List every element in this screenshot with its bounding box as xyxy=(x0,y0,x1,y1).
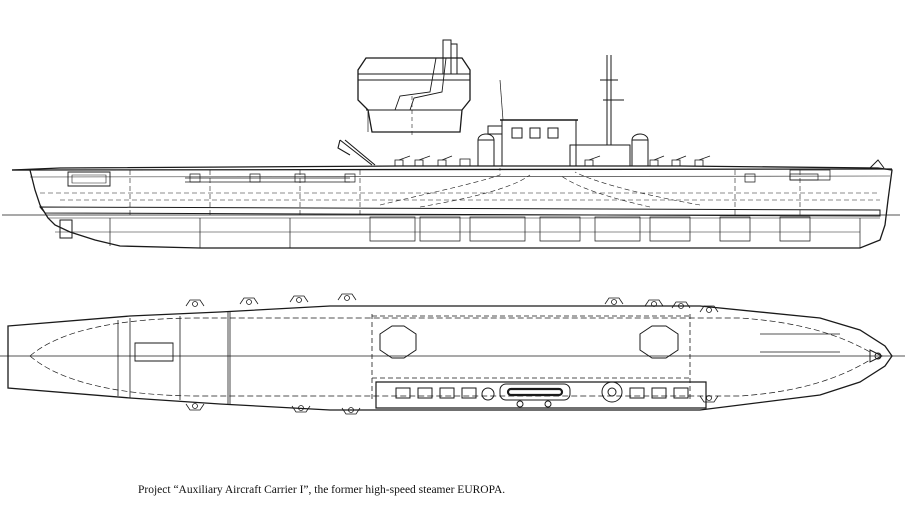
funnel-plan xyxy=(500,384,570,400)
figure-caption: Project “Auxiliary Aircraft Carrier I”, … xyxy=(138,484,506,496)
plan-view xyxy=(0,294,905,414)
boot-top-band xyxy=(40,207,880,216)
flight-deck-line xyxy=(12,169,892,170)
side-elevation xyxy=(2,40,900,248)
island-superstructure xyxy=(478,120,648,166)
island-plan xyxy=(376,382,706,408)
flight-deck-outline xyxy=(8,306,892,410)
rudder xyxy=(60,220,72,238)
aft-lift xyxy=(135,343,173,361)
forward-lift xyxy=(640,326,678,358)
gun-sponsons xyxy=(186,294,718,414)
mid-lift xyxy=(380,326,416,358)
flak-guns-side xyxy=(395,156,710,166)
crane xyxy=(338,140,375,165)
funnel-detail xyxy=(358,40,470,135)
mast xyxy=(500,55,624,145)
